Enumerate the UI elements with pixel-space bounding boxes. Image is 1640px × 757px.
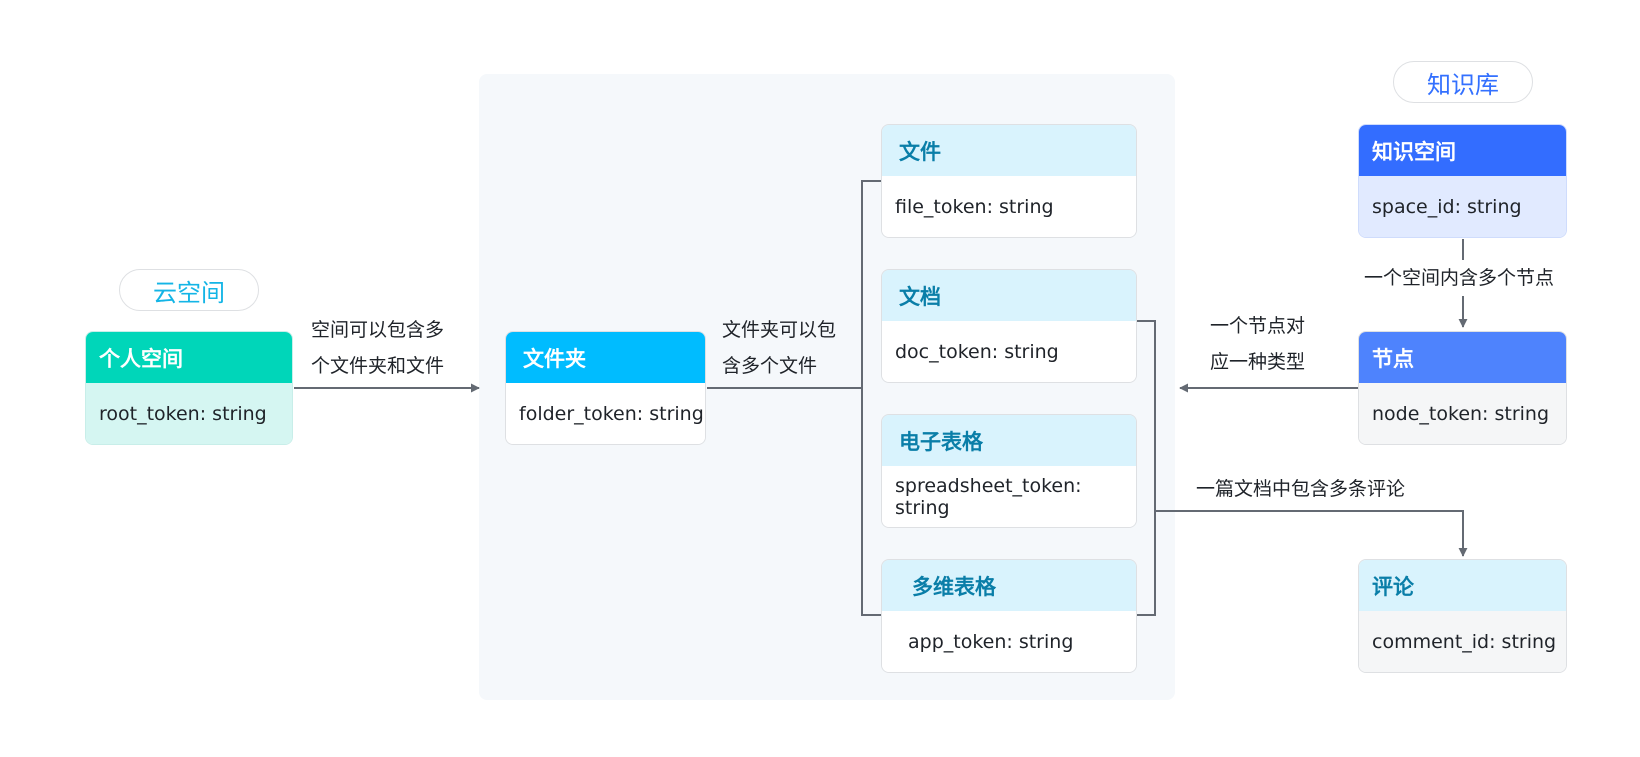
entity-field: folder_token: string [506,383,705,444]
entity-field: comment_id: string [1359,611,1566,672]
entity-field: root_token: string [86,383,292,444]
entity-node: 节点 node_token: string [1358,331,1567,445]
entity-field: space_id: string [1359,176,1566,237]
entity-title: 文件 [882,125,1136,176]
entity-title: 文件夹 [506,332,705,383]
edge-label-space-contains: 空间可以包含多 个文件夹和文件 [311,319,445,377]
entity-personal-space: 个人空间 root_token: string [85,331,293,445]
cloud-space-label: 云空间 [119,269,259,311]
wiki-label: 知识库 [1393,61,1533,103]
entity-folder: 文件夹 folder_token: string [505,331,706,445]
entity-title: 文档 [882,270,1136,321]
edge-label-wiki-contains-nodes: 一个空间内含多个节点 [1364,260,1555,296]
entity-wiki-space: 知识空间 space_id: string [1358,124,1567,238]
entity-field: node_token: string [1359,383,1566,444]
entity-title: 多维表格 [882,560,1136,611]
entity-field: doc_token: string [882,321,1136,382]
edge-doc-to-comment [1155,510,1468,557]
bracket-doc-right [1137,320,1156,616]
entity-field: file_token: string [882,176,1136,237]
entity-title: 电子表格 [882,415,1136,466]
entity-file: 文件 file_token: string [881,124,1137,238]
entity-title: 评论 [1359,560,1566,611]
edge-label-node-type: 一个节点对 应一种类型 [1210,315,1306,373]
entity-field: app_token: string [882,611,1136,672]
entity-comment: 评论 comment_id: string [1358,559,1567,673]
entity-title: 个人空间 [86,332,292,383]
entity-field: spreadsheet_token: string [882,466,1136,527]
edge-label-doc-comments: 一篇文档中包含多条评论 [1196,478,1406,500]
entity-title: 知识空间 [1359,125,1566,176]
entity-spreadsheet: 电子表格 spreadsheet_token: string [881,414,1137,528]
entity-doc: 文档 doc_token: string [881,269,1137,383]
bracket-files-left [861,180,881,616]
edge-label-folder-contains: 文件夹可以包 含多个文件 [722,319,837,377]
entity-title: 节点 [1359,332,1566,383]
entity-bitable: 多维表格 app_token: string [881,559,1137,673]
